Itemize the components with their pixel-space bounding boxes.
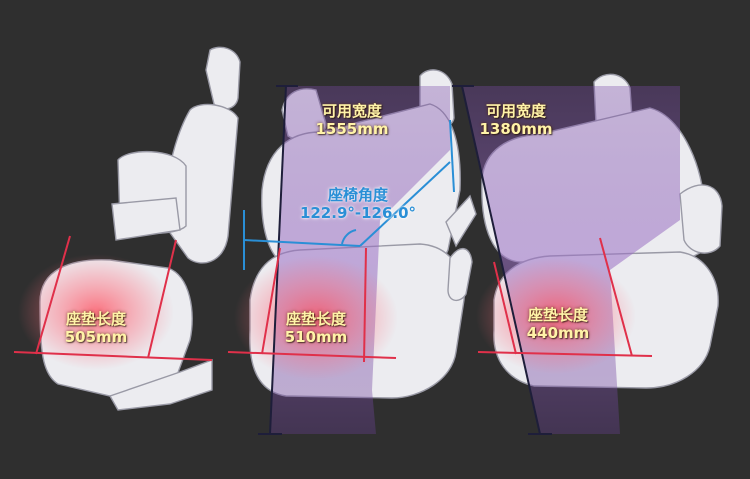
front-seat-base: [108, 358, 213, 411]
front-cushion-label: 座垫长度 505mm: [60, 310, 132, 346]
row2-cushion-measure: [227, 247, 397, 363]
row2-armrest: [445, 194, 477, 248]
front-cushion-value: 505mm: [64, 328, 128, 346]
row2-cushion-glow: [234, 256, 398, 380]
row2-cushion-value: 510mm: [284, 328, 348, 346]
front-cushion-measure: [13, 235, 213, 361]
row3-width-value: 1380mm: [479, 120, 553, 138]
row3-cushion-value: 440mm: [526, 324, 590, 342]
row2-angle-value: 122.9°-126.0°: [299, 204, 417, 222]
front-seat-armrest: [111, 197, 181, 241]
row3-cushion-measure: [477, 237, 653, 357]
row2-cushion-label: 座垫长度 510mm: [280, 310, 352, 346]
row2-width-value: 1555mm: [315, 120, 389, 138]
row2-width-label: 可用宽度 1555mm: [310, 102, 394, 138]
row3-cushion-name: 座垫长度: [527, 306, 588, 324]
row3-width-measure: [452, 85, 552, 435]
row2-angle-label: 座椅角度 122.9°-126.0°: [296, 186, 420, 222]
row3-width-name: 可用宽度: [485, 102, 546, 120]
row2-angle-name: 座椅角度: [327, 186, 388, 204]
row3-cushion-label: 座垫长度 440mm: [522, 306, 594, 342]
row2-width-name: 可用宽度: [321, 102, 382, 120]
front-cushion-name: 座垫长度: [65, 310, 126, 328]
front-seat-headrest: [205, 46, 241, 110]
row3-armrest: [679, 184, 723, 254]
row3-cushion-glow: [476, 258, 636, 374]
row3-width-label: 可用宽度 1380mm: [474, 102, 558, 138]
row2-armrest-lower: [447, 248, 473, 301]
row2-angle-measure: [243, 119, 455, 270]
row2-cushion-name: 座垫长度: [285, 310, 346, 328]
